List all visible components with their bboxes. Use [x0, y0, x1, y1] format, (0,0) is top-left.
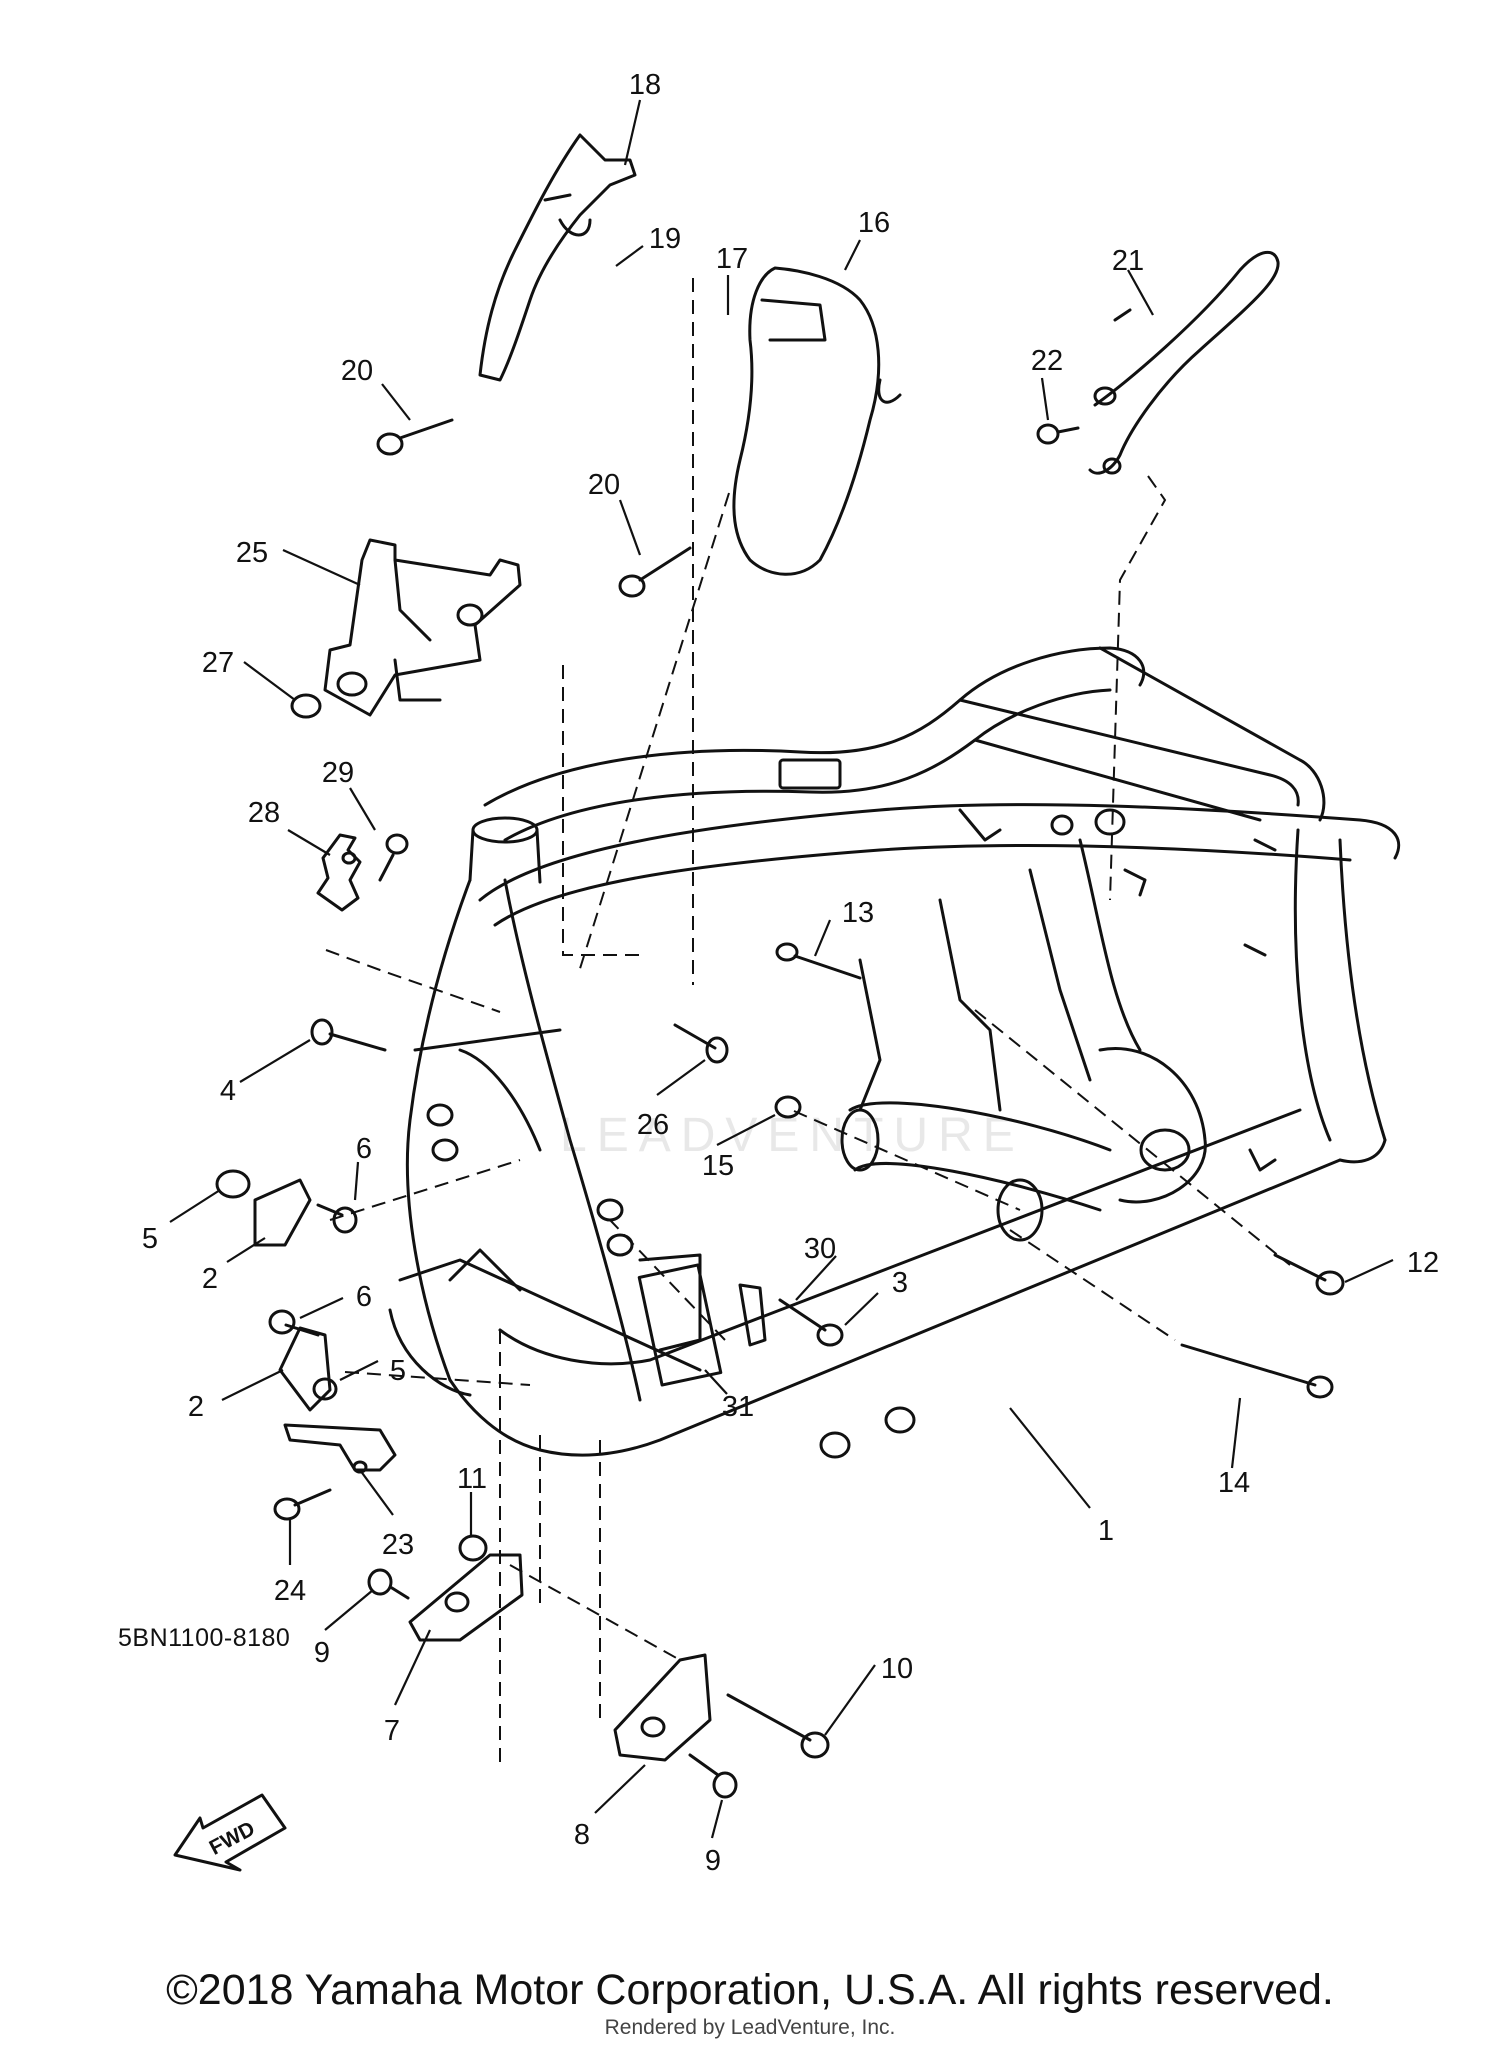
callout-7: 7 — [384, 1715, 400, 1747]
bolt-13-part — [775, 942, 862, 980]
callout-27: 27 — [202, 647, 234, 679]
callout-6-lower: 6 — [356, 1281, 372, 1313]
bracket-25-part — [323, 538, 522, 717]
bolt-9-right-part — [688, 1753, 738, 1799]
callout-17: 17 — [716, 243, 748, 275]
callout-21: 21 — [1112, 245, 1144, 277]
bracket-2-upper-part — [253, 1178, 312, 1247]
bracket-7-part — [408, 1553, 524, 1642]
diagram-code: 5BN1100-8180 — [118, 1624, 291, 1652]
callout-28: 28 — [248, 797, 280, 829]
bolt-9-left-part — [367, 1568, 410, 1600]
callout-8: 8 — [574, 1819, 590, 1851]
bolt-10-part — [726, 1693, 830, 1759]
nut-5-lower-part — [312, 1377, 338, 1401]
assembly-lines — [325, 278, 1291, 1770]
callout-3: 3 — [892, 1267, 908, 1299]
washer-11-part — [458, 1534, 488, 1562]
nut-5-upper-part — [215, 1169, 251, 1199]
bolt-20-upper-part — [376, 418, 454, 456]
grommet-27-part — [290, 693, 322, 719]
callout-9-right: 9 — [705, 1845, 721, 1877]
callout-6-upper: 6 — [356, 1133, 372, 1165]
callout-19: 19 — [649, 223, 681, 255]
rendered-by-notice: Rendered by LeadVenture, Inc. — [604, 2016, 896, 2039]
bracket-28-part — [316, 833, 362, 912]
callout-10: 10 — [881, 1653, 913, 1685]
callout-5-lower: 5 — [390, 1355, 406, 1387]
callout-20-upper: 20 — [341, 355, 373, 387]
washer-15-part — [774, 1095, 802, 1119]
callout-2-lower: 2 — [188, 1391, 204, 1423]
bracket-23-part — [283, 1423, 397, 1474]
main-frame-part — [388, 646, 1401, 1459]
callout-22: 22 — [1031, 345, 1063, 377]
callout-26: 26 — [637, 1109, 669, 1141]
callout-20-mid: 20 — [588, 469, 620, 501]
side-cover-16-part — [732, 266, 902, 576]
copyright-notice: ©2018 Yamaha Motor Corporation, U.S.A. A… — [166, 1966, 1334, 2014]
callout-5-upper: 5 — [142, 1223, 158, 1255]
callout-14: 14 — [1218, 1467, 1250, 1499]
bracket-30-part — [738, 1283, 767, 1347]
callout-2-upper: 2 — [202, 1263, 218, 1295]
bolt-14-part — [1180, 1343, 1334, 1399]
bracket-8-part — [613, 1653, 712, 1762]
bracket-2-lower-part — [278, 1326, 332, 1412]
callout-13: 13 — [842, 897, 874, 929]
bolt-29-part — [378, 833, 409, 882]
callout-9-left: 9 — [314, 1637, 330, 1669]
callout-11: 11 — [457, 1463, 487, 1495]
callout-labels: 18 19 17 16 21 22 20 20 25 27 29 28 13 4… — [142, 69, 1439, 1877]
callout-1: 1 — [1098, 1515, 1114, 1547]
callout-24: 24 — [274, 1575, 306, 1607]
leader-lines — [169, 99, 1394, 1839]
bolt-26-part — [673, 1023, 729, 1064]
bolt-4-part — [310, 1018, 387, 1052]
callout-30: 30 — [804, 1233, 836, 1265]
cover-18-part — [478, 133, 637, 382]
callout-4: 4 — [220, 1075, 236, 1107]
callout-18: 18 — [629, 69, 661, 101]
bracket-21-part — [1088, 251, 1280, 475]
callout-29: 29 — [322, 757, 354, 789]
plate-31-part — [637, 1263, 723, 1387]
callout-23: 23 — [382, 1529, 414, 1561]
callout-15: 15 — [702, 1150, 734, 1182]
bolt-20-mid-part — [618, 546, 692, 598]
bolt-3-part — [778, 1298, 844, 1347]
callout-25: 25 — [236, 537, 268, 569]
bolt-24-part — [273, 1488, 332, 1521]
callout-31: 31 — [722, 1391, 754, 1423]
callout-12: 12 — [1407, 1247, 1439, 1279]
bolt-22-part — [1036, 423, 1080, 445]
fwd-arrow-icon: FWD — [173, 1793, 287, 1872]
callout-16: 16 — [858, 207, 890, 239]
bolt-6-upper-part — [316, 1203, 358, 1234]
